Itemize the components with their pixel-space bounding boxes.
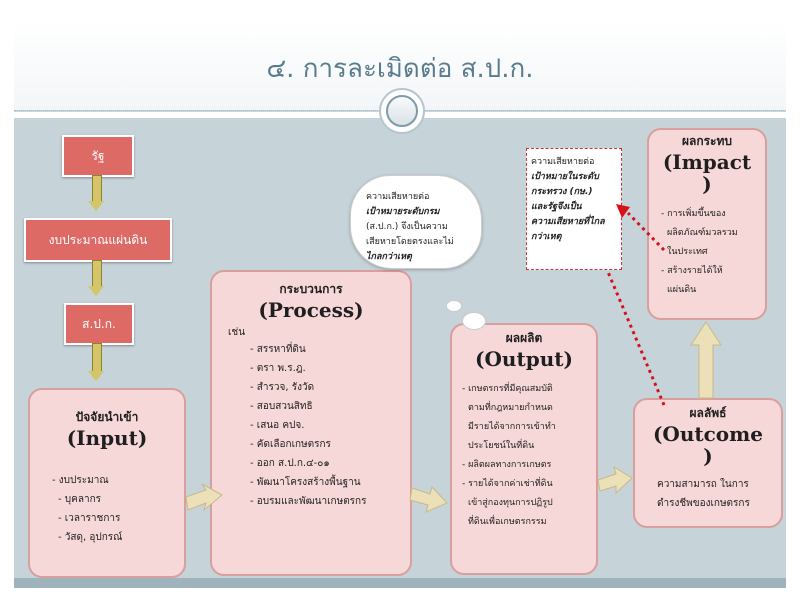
dotted-arrow-line [626,211,666,252]
input-card: ปัจจัยนำเข้า (Input) - งบประมาณ - บุคลาก… [28,388,186,578]
process-title-en: (Process) [258,298,364,322]
list-item: - เวลาราชการ [58,513,121,524]
alro-box: ส.ป.ก. [64,303,134,345]
note-line: ความเสียหายที่ไกล [531,217,605,227]
note-text: ความเสียหายต่อ เป้าหมายในระดับ กระทรวง (… [531,155,621,245]
output-title-th: ผลผลิต [505,331,543,345]
cloud-line: ความเสียหายต่อ [366,192,430,202]
input-list: - งบประมาณ - บุคลากร - เวลาราชการ - วัสด… [30,471,184,547]
alro-label: ส.ป.ก. [82,316,116,331]
outcome-title-en-close: ) [703,444,713,468]
list-item: - งบประมาณ [52,475,109,486]
arrow-head-icon [616,204,630,218]
impact-title-en: (Impact [662,150,752,174]
list-item: มีรายได้จากการเข้าทำ [468,422,556,432]
list-item: - ออก ส.ป.ก.๔-๐๑ [250,458,330,469]
arrow-down-icon [88,343,104,383]
list-item: ประโยชน์ในที่ดิน [468,441,535,451]
note-line: และรัฐจึงเป็น [531,202,582,212]
impact-title-en-close: ) [702,172,712,196]
list-item: ที่ดินเพื่อเกษตรกรรม [468,517,547,527]
list-item: - วัสดุ, อุปกรณ์ [58,532,123,543]
list-item: - สอบสวนสิทธิ [250,401,313,412]
cloud-line: เป้าหมายระดับกรม [366,207,440,217]
impact-card: ผลกระทบ (Impact ) - การเพิ่มขึ้นของ ผลิต… [647,128,767,320]
list-item: - ผลิตผลทางการเกษตร [462,460,552,470]
outcome-title-th: ผลลัพธ์ [689,406,727,420]
note-line: กว่าเหตุ [531,232,562,242]
note-line: ความเสียหายต่อ [531,157,595,167]
thought-cloud [350,175,482,269]
list-item: - คัดเลือกเกษตรกร [250,439,331,450]
budget-label: งบประมาณแผ่นดิน [48,232,148,247]
cloud-line: ไกลกว่าเหตุ [366,252,412,262]
arrow-up-icon [690,321,722,399]
list-item: เข้าสู่กองทุนการปฏิรูป [468,498,553,508]
list-item: - เกษตรกรที่มีคุณสมบัติ [462,384,553,394]
note-line: เป้าหมายในระดับ [531,172,599,182]
note-line: กระทรวง (กษ.) [531,187,593,197]
cloud-line: เสียหายโดยตรงและไม่ [366,237,454,247]
list-item: - สร้างรายได้ให้ [661,266,723,276]
list-item: - ตรา พ.ร.ฎ. [250,363,306,374]
state-label: รัฐ [91,148,105,163]
arrow-right-icon [185,483,223,512]
cloud-text: ความเสียหายต่อ เป้าหมายระดับกรม (ส.ป.ก.)… [366,190,476,265]
list-item: - อบรมและพัฒนาเกษตรกร [250,496,367,507]
list-item: - สำรวจ, รังวัด [250,382,315,393]
process-card: กระบวนการ (Process) เช่น - สรรหาที่ดิน -… [210,270,412,576]
arrow-right-icon [409,486,448,513]
list-item: - สรรหาที่ดิน [250,344,306,355]
output-card: ผลผลิต (Output) - เกษตรกรที่มีคุณสมบัติ … [450,323,598,575]
impact-list: - การเพิ่มขึ้นของ ผลิตภัณฑ์มวลรวม ในประเ… [649,205,765,300]
list-item: ดำรงชีพของเกษตรกร [657,498,750,509]
process-intro: เช่น [228,327,246,338]
note-box [526,148,622,270]
output-list: - เกษตรกรที่มีคุณสมบัติ ตามที่กฎหมายกำหน… [452,380,596,532]
outcome-card: ผลลัพธ์ (Outcome ) ความสามารถ ในการ ดำรง… [633,398,783,528]
process-list: - สรรหาที่ดิน - ตรา พ.ร.ฎ. - สำรวจ, รังว… [212,340,410,511]
input-title-th: ปัจจัยนำเข้า [75,410,139,424]
list-item: - เสนอ คปจ. [250,420,305,431]
list-item: ตามที่กฎหมายกำหนด [468,403,553,413]
outcome-title-en: (Outcome [652,422,764,446]
thought-bubble-icon [462,312,486,330]
list-item: - บุคลากร [58,494,101,505]
dotted-arrow-line [606,271,666,406]
arrow-down-icon [88,175,104,213]
list-item: ความสามารถ ในการ [657,479,749,490]
output-title-en: (Output) [475,347,573,371]
input-title-en: (Input) [66,426,148,450]
list-item: - พัฒนาโครงสร้างพื้นฐาน [250,477,361,488]
outcome-list: ความสามารถ ในการ ดำรงชีพของเกษตรกร [635,475,781,513]
state-box: รัฐ [62,135,134,177]
list-item: ผลิตภัณฑ์มวลรวม [667,228,738,238]
arrow-right-icon [597,465,633,495]
cloud-line: (ส.ป.ก.) จึงเป็นความ [366,222,448,232]
bottom-band [14,578,786,588]
impact-title-th: ผลกระทบ [681,134,733,148]
process-title-th: กระบวนการ [279,282,343,296]
list-item: ในประเทศ [667,247,708,257]
list-item: - รายได้จากค่าเช่าที่ดิน [462,479,553,489]
list-item: - การเพิ่มขึ้นของ [661,209,726,219]
list-item: แผ่นดิน [667,285,697,295]
arrow-down-icon [88,260,104,298]
ornament-ring-icon [386,95,418,127]
thought-bubble-icon [446,300,462,312]
slide-title: ๔. การละเมิดต่อ ส.ป.ก. [266,54,534,84]
